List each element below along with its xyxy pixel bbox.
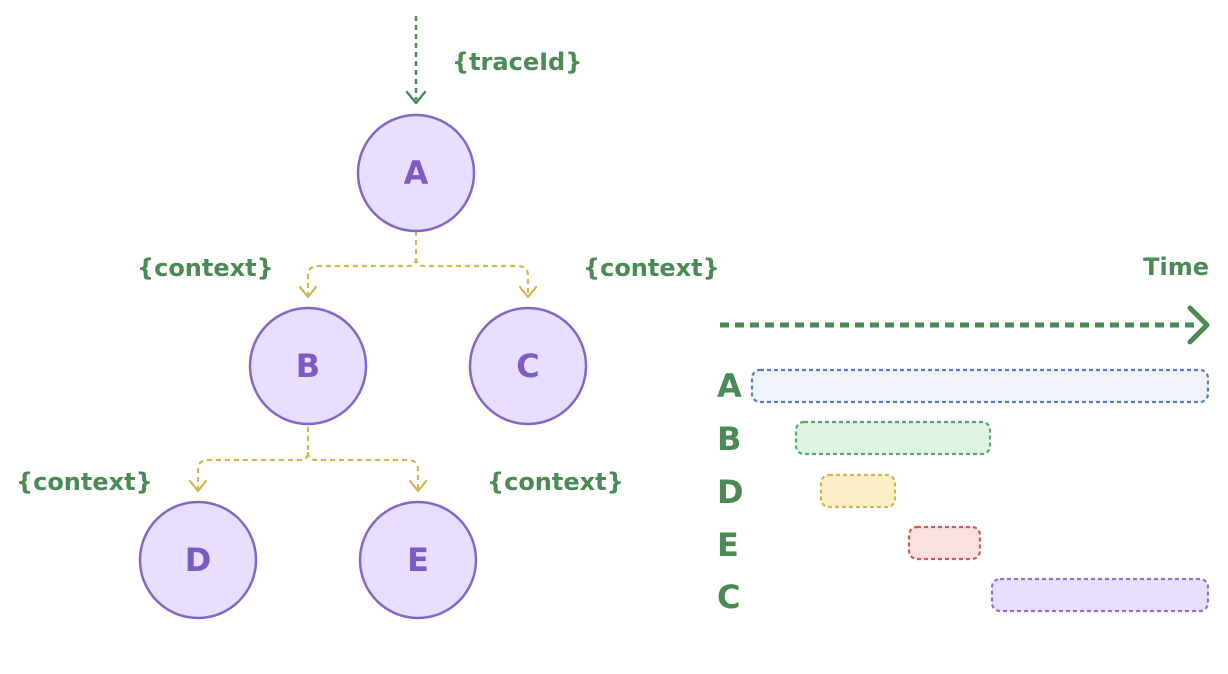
span-bar-e: [907, 525, 982, 561]
node-b: B: [248, 306, 368, 426]
span-bar-c: [990, 577, 1210, 613]
context-arrow-b-e: [306, 451, 428, 493]
node-d: D: [138, 500, 258, 620]
node-a: A: [356, 113, 476, 233]
trace-id-arrow: [405, 16, 427, 105]
context-label-a-c: {context}: [583, 254, 720, 282]
node-a-label: A: [404, 154, 429, 192]
span-label-e: E: [717, 526, 739, 564]
context-arrow-a-c: [414, 257, 538, 299]
context-label-a-b: {context}: [137, 254, 274, 282]
span-bar-d: [819, 473, 897, 509]
span-row-d: D: [717, 473, 897, 511]
node-c: C: [468, 306, 588, 426]
time-axis-arrow: [720, 305, 1210, 345]
context-arrow-b-d: [188, 427, 310, 493]
span-label-c: C: [717, 578, 740, 616]
context-arrow-a-b: [298, 231, 418, 299]
trace-id-label: {traceId}: [452, 48, 582, 76]
span-row-c: C: [717, 577, 1210, 616]
context-label-b-e: {context}: [487, 468, 624, 496]
time-axis-label: Time: [1143, 253, 1209, 281]
span-bar-a: [750, 368, 1210, 404]
context-label-b-d: {context}: [16, 468, 153, 496]
span-row-a: A: [717, 367, 1210, 405]
node-c-label: C: [516, 347, 539, 385]
span-row-b: B: [717, 420, 992, 458]
span-row-e: E: [717, 525, 982, 564]
node-b-label: B: [296, 347, 320, 385]
span-label-d: D: [717, 473, 744, 511]
node-d-label: D: [185, 541, 212, 579]
span-bar-b: [794, 420, 992, 456]
node-e: E: [358, 500, 478, 620]
span-label-b: B: [717, 420, 741, 458]
node-e-label: E: [407, 541, 429, 579]
span-label-a: A: [717, 367, 742, 405]
